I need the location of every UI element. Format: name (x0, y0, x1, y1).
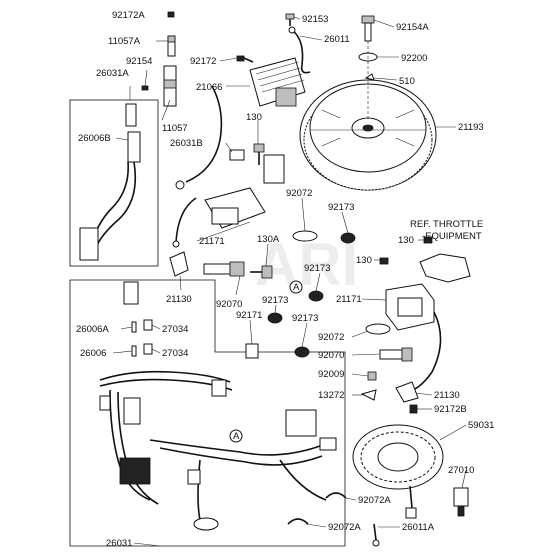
harness-26031A (79, 161, 137, 261)
label-21066: 21066 (196, 82, 222, 93)
label-26031A: 26031A (96, 68, 129, 79)
sensor-27010 (453, 487, 469, 517)
label-26006A: 26006A (76, 324, 109, 335)
key-510 (364, 73, 375, 81)
label-92171: 92171 (236, 310, 262, 321)
ref-marker-a-upper (289, 280, 303, 294)
bolt-92172B (409, 404, 418, 414)
label-26011A: 26011A (402, 522, 435, 533)
label-92009: 92009 (318, 369, 344, 380)
label-92154A: 92154A (396, 22, 429, 33)
label-21171-upper: 21171 (199, 236, 225, 247)
wire-26031B (175, 85, 245, 190)
label-27034-a: 27034 (162, 324, 188, 335)
clamp-92173-d (294, 346, 310, 358)
label-11057A: 11057A (108, 36, 141, 47)
screw-92009 (367, 371, 377, 381)
bolt-130-top (253, 143, 285, 184)
label-130-top: 130 (246, 112, 262, 123)
label-21130-right: 21130 (434, 390, 460, 401)
screw-92154 (141, 85, 149, 91)
ref-marker-a-lower-label: A (233, 431, 240, 442)
bolt-92154A (361, 15, 375, 42)
clamp-92173-a (340, 232, 356, 244)
band-92072A-lower (287, 518, 309, 525)
label-92172A: 92172A (112, 10, 145, 21)
wire-26011A (372, 523, 380, 547)
band-92072-upper (292, 230, 318, 242)
label-26031B: 26031B (170, 138, 203, 149)
label-26031: 26031 (106, 538, 132, 549)
label-92070-left: 92070 (216, 299, 242, 310)
spark-plug-92070-right (379, 347, 413, 362)
throttle-bracket-ref (419, 253, 471, 283)
label-26006: 26006 (80, 348, 106, 359)
label-92173-a: 92173 (328, 202, 354, 213)
label-59031: 59031 (468, 420, 494, 431)
label-92200: 92200 (401, 53, 427, 64)
main-harness-26031 (99, 370, 337, 531)
bolt-130A (250, 265, 273, 279)
stator-59031 (352, 424, 444, 519)
label-92153: 92153 (302, 14, 328, 25)
wire-26011 (288, 26, 311, 74)
label-92172: 92172 (190, 56, 216, 67)
ignition-coil-21171-right (385, 283, 442, 393)
regulator-21066 (249, 57, 306, 107)
label-130-right-1: 130 (398, 235, 414, 246)
bolt-92153 (285, 13, 295, 26)
label-26011: 26011 (324, 34, 350, 45)
ref-marker-a-lower (229, 429, 243, 443)
label-92173-c: 92173 (262, 295, 288, 306)
ref-throttle-note-line2: -EQUIPMENT (422, 231, 482, 242)
label-26006B: 26006B (78, 133, 111, 144)
label-11057: 11057 (162, 123, 188, 134)
band-92072-right (365, 323, 391, 335)
harness-frame-26031 (69, 279, 346, 547)
callout-labels: 92172A 11057A 92154 26031A 26006B 11057 … (76, 10, 494, 549)
label-21130-left: 21130 (166, 294, 192, 305)
band-92072A-upper (325, 492, 347, 499)
label-92070-right: 92070 (318, 350, 344, 361)
sub-assembly-frame-26031A (69, 99, 159, 267)
connector-26006B (125, 103, 141, 163)
label-92072-upper: 92072 (286, 188, 312, 199)
relay-26006A-group (123, 281, 153, 357)
screw-92172A (167, 11, 175, 18)
label-21171-right: 21171 (336, 294, 362, 305)
ref-throttle-note-line1: REF. THROTTLE (410, 219, 483, 230)
ref-marker-a-upper-label: A (293, 282, 300, 293)
flywheel-21193 (299, 79, 437, 191)
label-130A: 130A (257, 234, 280, 245)
label-130-right-2: 130 (356, 255, 372, 266)
plate-13272 (360, 389, 377, 401)
label-92154: 92154 (126, 56, 152, 67)
label-13272: 13272 (318, 390, 344, 401)
label-92173-b: 92173 (304, 263, 330, 274)
label-92072A-lower: 92072A (328, 522, 361, 533)
terminal-92171 (245, 343, 259, 359)
watermark-text: ARI (255, 231, 358, 298)
clamp-92173-c (267, 312, 283, 324)
label-92072-right: 92072 (318, 332, 344, 343)
label-510: 510 (399, 76, 415, 87)
label-21193: 21193 (458, 122, 484, 133)
ignition-coil-21171-top (172, 187, 266, 248)
bolt-92172 (236, 55, 254, 63)
label-92173-d: 92173 (292, 313, 318, 324)
label-92072A-upper: 92072A (358, 495, 391, 506)
label-92172B: 92172B (434, 404, 467, 415)
label-27034-b: 27034 (162, 348, 188, 359)
plug-cap-21130-right (395, 381, 419, 403)
bracket-11057A (167, 35, 176, 57)
clip-11057 (163, 65, 177, 107)
label-27010: 27010 (448, 465, 474, 476)
spark-plug-92070-left (203, 261, 245, 277)
leader-lines (112, 14, 467, 547)
clamp-92173-b (308, 290, 324, 302)
bolt-130-right-2 (379, 257, 389, 265)
plug-cap-21130-left (169, 251, 189, 277)
